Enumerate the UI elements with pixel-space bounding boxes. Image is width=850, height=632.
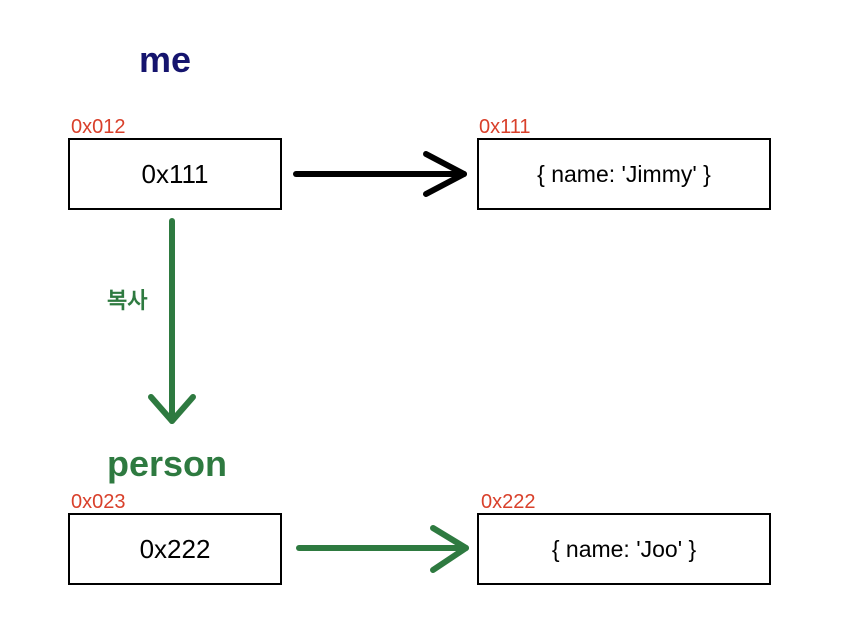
person-reference-arrow: [296, 525, 469, 573]
copy-arrow: [148, 218, 196, 424]
me-heap-object: { name: 'Jimmy' }: [537, 160, 711, 187]
person-stack-address: 0x023: [71, 491, 126, 513]
me-stack-address: 0x012: [71, 116, 126, 138]
me-variable-name: me: [139, 39, 192, 80]
person-heap-object-box: { name: 'Joo' }: [477, 513, 771, 585]
me-value: 0x111: [141, 158, 209, 189]
person-heap-object: { name: 'Joo' }: [551, 535, 697, 562]
me-heap-object-box: { name: 'Jimmy' }: [477, 138, 771, 210]
me-heap-address: 0x111: [479, 116, 531, 138]
me-stack-box: 0x111: [68, 138, 282, 210]
me-reference-arrow: [293, 151, 467, 197]
person-value: 0x222: [139, 533, 211, 564]
person-stack-box: 0x222: [68, 513, 282, 585]
person-heap-address: 0x222: [481, 491, 536, 513]
person-variable-name: person: [107, 443, 228, 484]
copy-label: 복사: [107, 288, 148, 313]
